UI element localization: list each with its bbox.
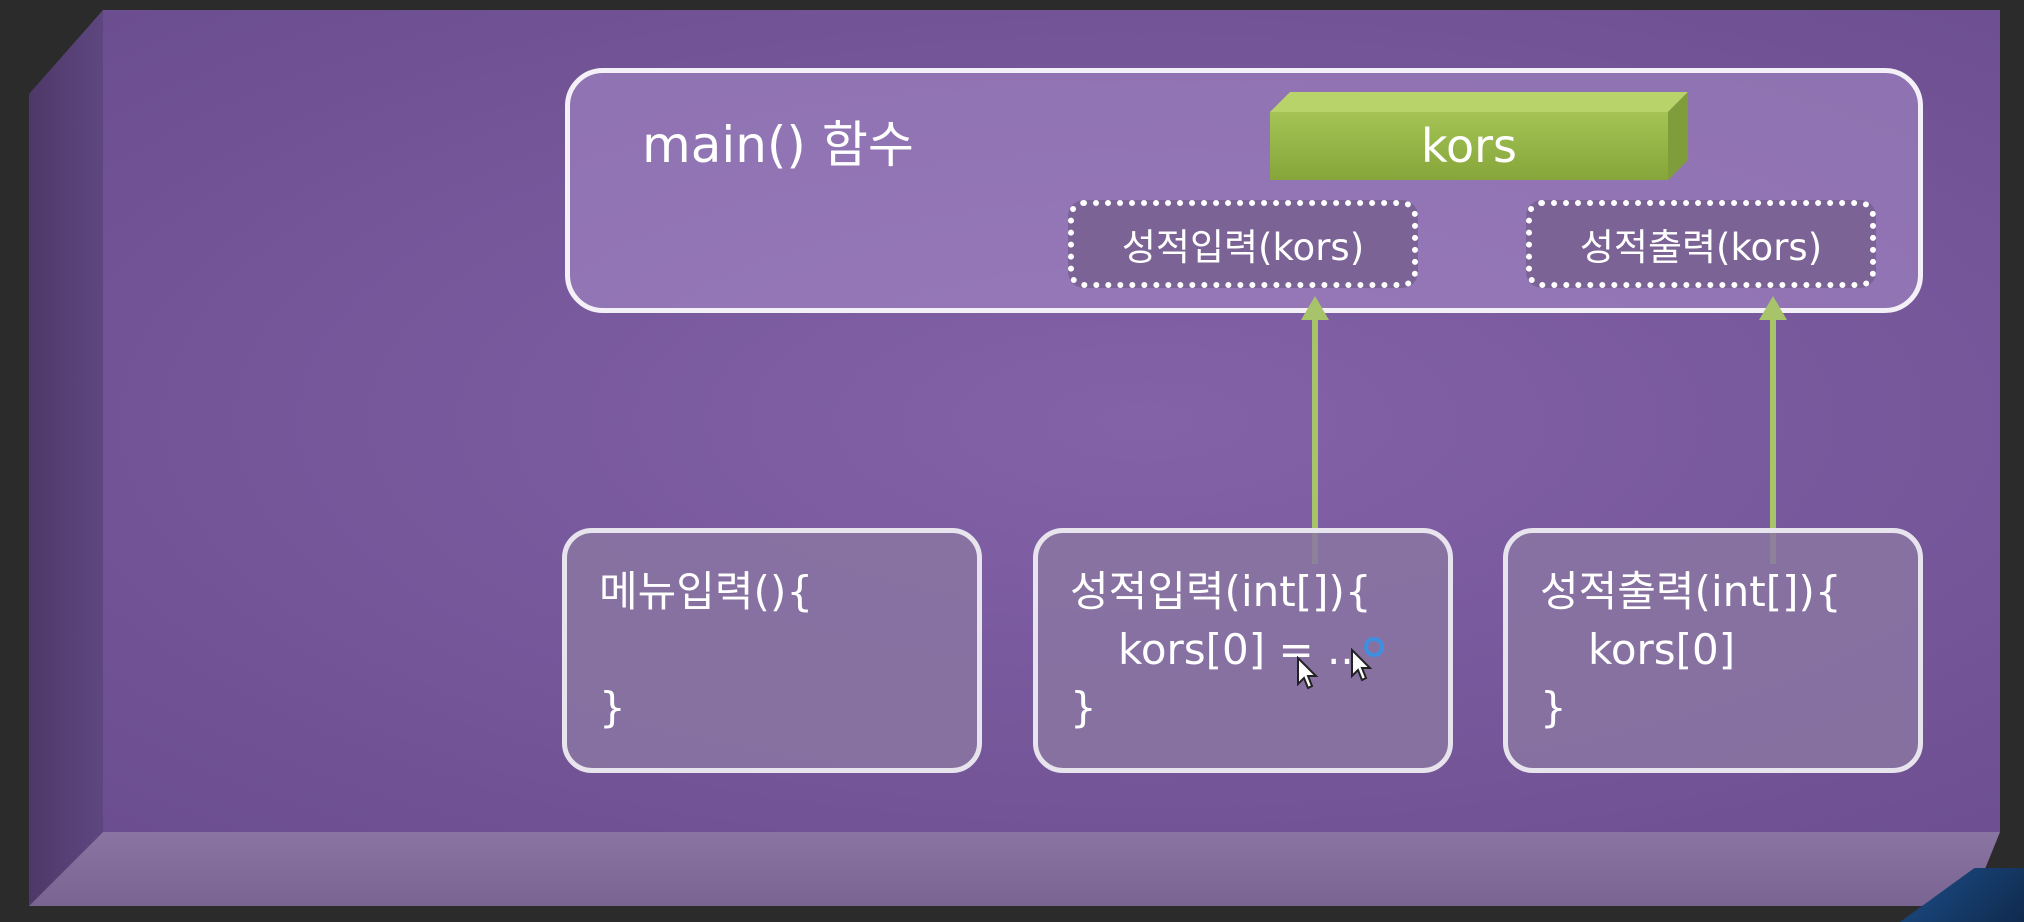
function-close: }: [599, 683, 626, 732]
function-body: [599, 621, 977, 679]
function-close: }: [1540, 683, 1567, 732]
call-score-input: 성적입력(kors): [1068, 200, 1418, 288]
arrow-score-input: [1301, 296, 1329, 564]
kors-block-side: [1668, 92, 1688, 180]
function-menu-input: 메뉴입력(){ }: [562, 528, 982, 773]
call-score-output: 성적출력(kors): [1526, 200, 1876, 288]
function-score-input: 성적입력(int[]){ kors[0] = .. }: [1033, 528, 1453, 773]
function-body: kors[0]: [1588, 625, 1736, 674]
main-function-title: main() 함수: [642, 116, 914, 174]
mouse-pointer-icon: [1296, 655, 1319, 690]
arrow-score-output: [1759, 296, 1787, 564]
slab-left-face: [29, 10, 103, 906]
kors-variable-label: kors: [1270, 112, 1668, 180]
kors-variable-block: kors: [1270, 92, 1688, 180]
function-header: 성적출력(int[]){: [1540, 567, 1842, 616]
busy-pointer-icon: [1350, 647, 1373, 682]
function-close: }: [1070, 683, 1097, 732]
slab-bottom-face: [29, 832, 2000, 906]
function-score-output: 성적출력(int[]){ kors[0] }: [1503, 528, 1923, 773]
function-header: 성적입력(int[]){: [1070, 567, 1372, 616]
loading-spinner-icon: [1364, 637, 1384, 657]
kors-block-top: [1270, 92, 1688, 112]
function-header: 메뉴입력(){: [599, 567, 814, 616]
function-body: kors[0] = ..: [1118, 625, 1354, 674]
